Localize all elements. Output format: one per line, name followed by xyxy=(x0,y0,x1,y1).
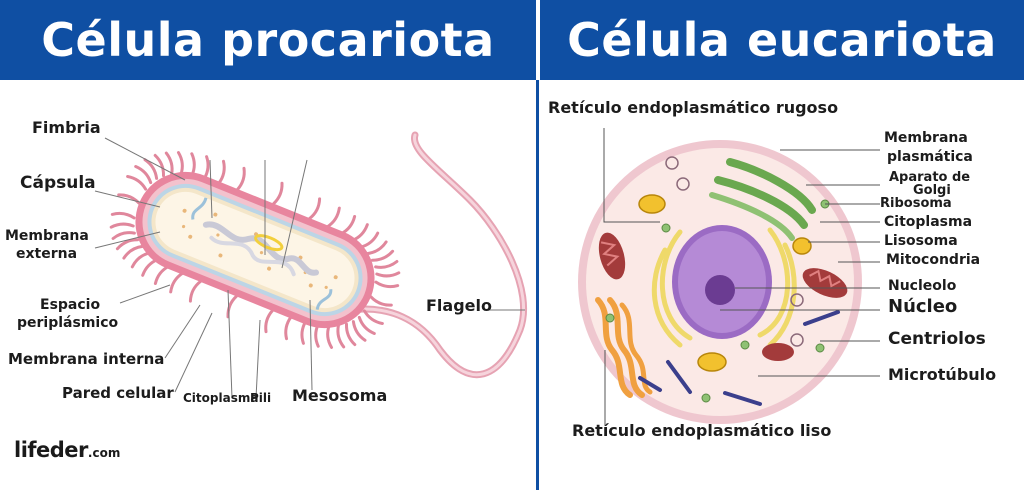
label-rer: Retículo endoplasmático rugoso xyxy=(548,98,839,117)
fimbria-hair xyxy=(326,206,341,229)
logo-text: lifeder xyxy=(14,438,88,462)
label-mesosoma: Mesosoma xyxy=(292,386,388,405)
label-capsula: Cápsula xyxy=(20,173,96,193)
label-microtubulo: Microtúbulo xyxy=(888,365,997,384)
label-fimbria: Fimbria xyxy=(32,118,101,137)
fimbria-hair xyxy=(362,309,384,325)
label-nucleo: Núcleo xyxy=(888,296,958,317)
lysosome-illustration xyxy=(638,194,812,372)
fimbria-hair xyxy=(177,151,184,176)
fimbria-hair xyxy=(272,181,284,206)
label-membrana-externa-1: Membrana xyxy=(5,228,89,244)
label-membrana-externa-2: externa xyxy=(16,246,78,262)
fimbria-hair xyxy=(374,260,399,269)
fimbria-hair xyxy=(226,294,238,319)
fimbria-hair xyxy=(110,211,136,220)
label-citoplasma-pro: Citoplasma xyxy=(183,391,259,405)
label-membrana-plasmatica-2: plasmática xyxy=(887,149,973,165)
title-prokaryote: Célula procariota xyxy=(41,13,495,67)
fimbria-hair xyxy=(115,238,140,251)
label-pared-celular: Pared celular xyxy=(62,384,174,402)
fimbria-hair xyxy=(308,197,322,220)
label-centriolos: Centriolos xyxy=(888,329,986,349)
fimbria-hair xyxy=(217,159,226,185)
fimbria-hair xyxy=(370,249,395,262)
cytoplasm-area xyxy=(155,191,355,309)
fimbria-hair xyxy=(344,322,357,347)
fimbria-hair xyxy=(134,165,153,185)
header-right: Célula eucariota xyxy=(540,0,1024,80)
label-pili: Pili xyxy=(250,391,272,405)
label-ribosoma: Ribosoma xyxy=(880,196,952,211)
fimbria-hair xyxy=(169,271,184,294)
label-membrana-plasmatica-1: Membrana xyxy=(884,130,968,146)
eukaryote-cell-illustration xyxy=(578,128,880,426)
centriole-illustration xyxy=(665,156,804,347)
fimbria-hair xyxy=(236,166,246,191)
fimbria-hair xyxy=(359,231,380,249)
fimbria-hair xyxy=(130,251,151,269)
label-membrana-interna: Membrana interna xyxy=(8,350,165,368)
fimbria-hair xyxy=(109,222,135,229)
label-espacio-1: Espacio xyxy=(40,297,101,313)
fimbria-hair xyxy=(374,280,400,289)
label-flagelo: Flagelo xyxy=(426,296,492,315)
fimbria-hair xyxy=(357,315,376,335)
fimbria-hair xyxy=(336,324,346,349)
label-golgi-2: Golgi xyxy=(913,183,951,198)
title-eukaryote: Célula eucariota xyxy=(567,13,997,67)
fimbria-hair xyxy=(375,271,401,278)
nucleolus-illustration xyxy=(705,275,735,305)
panel-divider xyxy=(536,80,539,490)
prokaryote-cell-illustration xyxy=(94,131,528,399)
fimbria-hair xyxy=(164,151,174,176)
fimbria-hair xyxy=(188,280,202,303)
fimbria-hair xyxy=(339,215,357,236)
fimbria-hair xyxy=(202,155,210,181)
golgi-illustration xyxy=(709,158,816,241)
microtubule-illustration xyxy=(638,310,840,406)
fimbria-hair xyxy=(153,153,166,178)
label-citoplasma-euk: Citoplasma xyxy=(884,214,973,230)
label-nucleolo: Nucleolo xyxy=(888,278,957,294)
fimbria-hair xyxy=(122,244,144,260)
fimbria-hair xyxy=(126,175,148,191)
fimbria-hair xyxy=(264,309,274,334)
label-mitocondria: Mitocondria xyxy=(886,252,981,268)
logo-domain: .com xyxy=(87,446,121,460)
fimbria-hair xyxy=(369,295,393,307)
fimbria-hair xyxy=(111,231,136,240)
lifeder-logo: lifeder.com xyxy=(14,438,120,462)
smooth-er-illustration xyxy=(595,297,633,398)
label-lisosoma: Lisosoma xyxy=(884,233,958,249)
fimbria-hair xyxy=(284,315,293,341)
header-left: Célula procariota xyxy=(0,0,536,80)
label-espacio-2: periplásmico xyxy=(17,315,119,331)
mitochondria-illustration xyxy=(598,232,848,361)
fimbria-hair xyxy=(143,158,159,180)
fimbria-hair xyxy=(153,264,171,285)
ribosome-illustration xyxy=(605,199,830,403)
label-golgi-1: Aparato de xyxy=(889,170,971,185)
label-rel: Retículo endoplasmático liso xyxy=(572,421,832,440)
fimbria-hair xyxy=(326,324,333,349)
fimbria-hair xyxy=(300,319,308,345)
header-gap xyxy=(536,0,540,80)
fimbria-hair xyxy=(366,240,388,256)
fimbria-hair xyxy=(351,320,367,342)
